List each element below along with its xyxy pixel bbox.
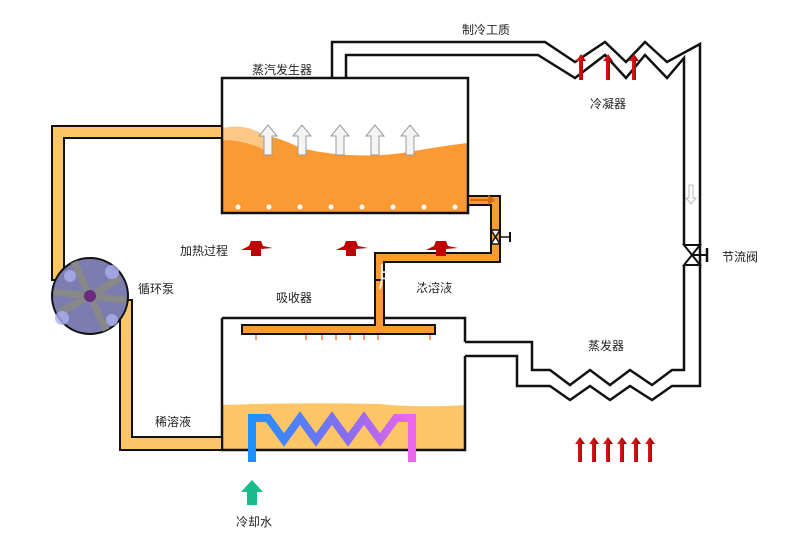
label-weak-solution: 稀溶液: [155, 415, 192, 429]
absorber: [220, 277, 467, 462]
label-condenser: 冷凝器: [590, 97, 627, 111]
evaporator-heat-arrow: [603, 437, 613, 462]
strong-solution-line: [374, 195, 511, 281]
bubble: [235, 204, 241, 210]
evaporator-heat-arrow: [631, 437, 641, 462]
bubble: [390, 204, 396, 210]
condenser-heat-arrow: [603, 54, 613, 80]
bubble: [297, 204, 303, 210]
condenser-heat-arrows: [576, 54, 639, 80]
bubble: [266, 204, 272, 210]
solution-valve: [489, 229, 502, 245]
label-throttle-valve: 节流阀: [722, 250, 759, 264]
throttle-valve: [681, 244, 709, 266]
cooling-coil: [248, 411, 416, 462]
label-circulation-pump: 循环泵: [138, 282, 175, 296]
bubble: [328, 204, 334, 210]
refrigerant-flow-arrow: [684, 184, 698, 205]
bubble: [452, 204, 458, 210]
steam-arrow: [257, 124, 279, 156]
evaporator-heat-arrow: [617, 437, 627, 462]
label-evaporator: 蒸发器: [588, 339, 625, 353]
label-steam-generator: 蒸汽发生器: [252, 63, 313, 77]
evaporator-heat-arrow: [645, 437, 655, 462]
steam-arrow: [399, 124, 421, 156]
bubble: [359, 204, 365, 210]
watermark: 江苏欧贝版权所有: [250, 261, 507, 294]
evaporator-coil: [465, 265, 702, 402]
label-absorber: 吸收器: [276, 291, 313, 305]
label-refrigerant: 制冷工质: [462, 23, 511, 37]
spray-bar: [241, 277, 436, 335]
heating-arrows: [241, 241, 458, 256]
condenser-heat-arrow: [629, 54, 639, 80]
evaporator-heat-arrows: [575, 437, 655, 462]
condenser-heat-arrow: [576, 54, 586, 80]
cooling-water-arrow: [241, 480, 263, 505]
label-strong-solution: 浓溶液: [416, 281, 453, 295]
steam-arrow: [364, 124, 386, 156]
heating-arrow: [426, 241, 458, 256]
spray-drops: [255, 335, 431, 340]
evaporator-heat-arrow: [575, 437, 585, 462]
steam-generator: [220, 76, 470, 215]
generator-bubbles: [235, 204, 458, 210]
bubble: [421, 204, 427, 210]
label-cooling-water: 冷却水: [236, 515, 273, 529]
refrigerant-line: [330, 40, 702, 268]
heating-arrow: [336, 241, 368, 256]
evaporator-heat-arrow: [589, 437, 599, 462]
label-heating-process: 加热过程: [180, 244, 229, 258]
steam-arrows: [257, 124, 421, 156]
steam-arrow: [291, 124, 313, 156]
circulation-pump: [51, 257, 129, 335]
steam-arrow: [329, 124, 351, 156]
heating-arrow: [241, 241, 273, 256]
absorber-liquid: [222, 403, 465, 450]
